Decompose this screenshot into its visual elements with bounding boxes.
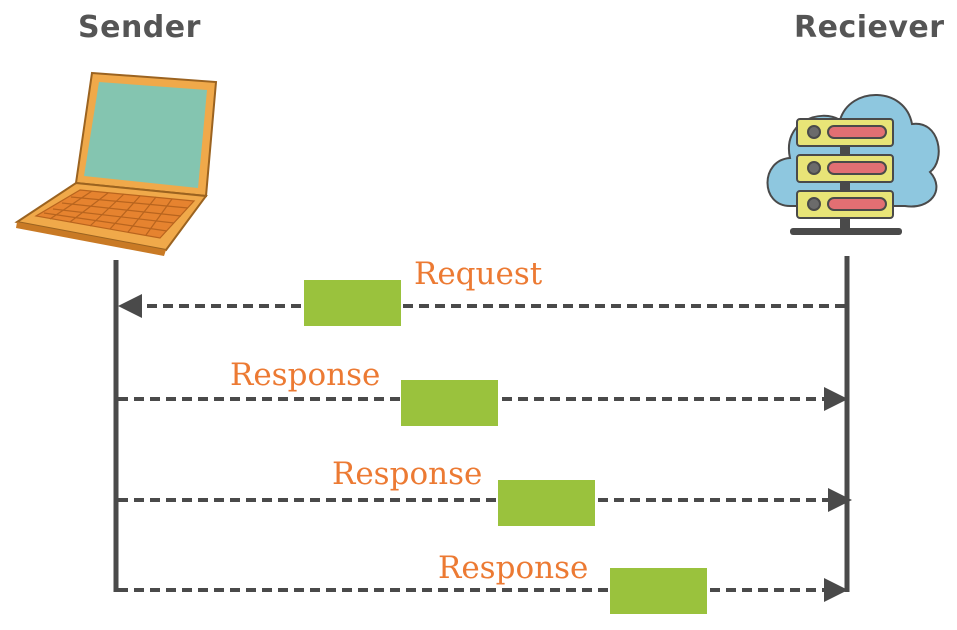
packet xyxy=(401,380,498,426)
message-label-response: Response xyxy=(230,357,381,393)
arrowhead xyxy=(828,488,852,512)
arrowhead xyxy=(118,294,142,318)
message-request xyxy=(118,280,845,326)
message-response-3 xyxy=(118,568,848,614)
packet xyxy=(610,568,707,614)
arrowhead xyxy=(824,578,848,602)
message-response-1 xyxy=(118,380,848,426)
message-label-response: Response xyxy=(438,550,589,586)
sender-label: Sender xyxy=(78,10,201,45)
message-label-response: Response xyxy=(332,456,483,492)
cloud-server-icon xyxy=(766,94,940,235)
message-label-request: Request xyxy=(414,256,543,292)
laptop-icon xyxy=(14,71,218,256)
receiver-label: Reciever xyxy=(794,10,945,45)
packet xyxy=(304,280,401,326)
arrowhead xyxy=(824,387,848,411)
packet xyxy=(498,480,595,526)
message-response-2 xyxy=(118,480,852,526)
